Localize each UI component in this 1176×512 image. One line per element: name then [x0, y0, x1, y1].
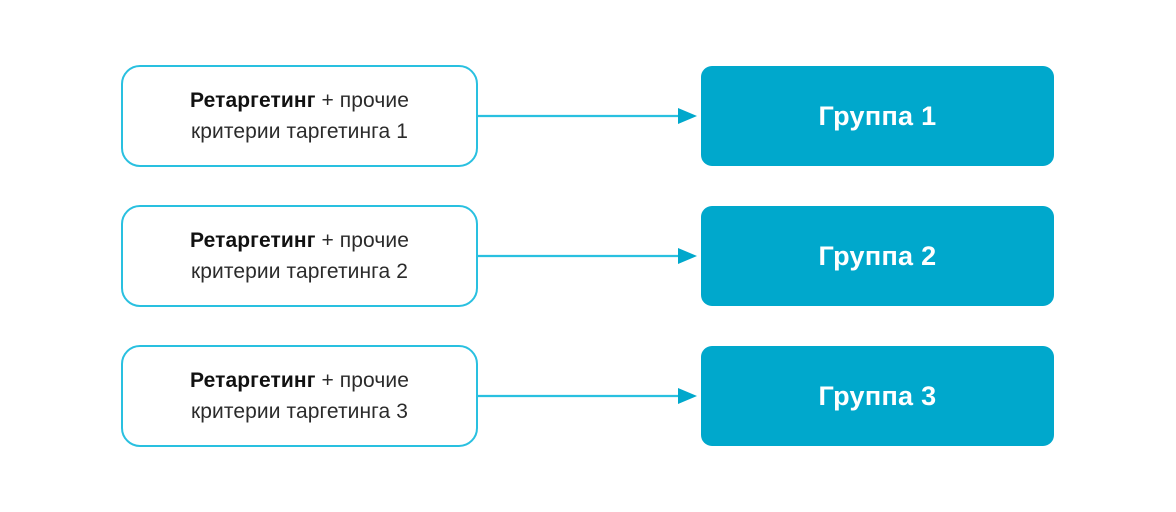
criteria-card-1[interactable]: Ретаргетинг + прочие критерии таргетинга…: [121, 65, 478, 167]
criteria-text: Ретаргетинг + прочие критерии таргетинга…: [176, 365, 423, 427]
criteria-emphasis: Ретаргетинг: [189, 229, 316, 252]
arrow-right-icon: [478, 388, 697, 404]
arrow-right-icon: [478, 108, 697, 124]
group-card-2[interactable]: Группа 2: [701, 206, 1054, 306]
criteria-emphasis: Ретаргетинг: [189, 89, 316, 112]
criteria-emphasis: Ретаргетинг: [189, 369, 316, 392]
group-label: Группа 2: [818, 240, 937, 271]
criteria-card-2[interactable]: Ретаргетинг + прочие критерии таргетинга…: [121, 205, 478, 307]
flow-row: Ретаргетинг + прочие критерии таргетинга…: [0, 65, 1176, 167]
connector-arrow-3: [478, 380, 700, 412]
criteria-second-line: критерии таргетинга 2: [190, 260, 408, 283]
group-card-3[interactable]: Группа 3: [701, 346, 1054, 446]
group-label: Группа 1: [818, 100, 937, 131]
criteria-rest: + прочие: [315, 369, 409, 392]
connector-arrow-1: [478, 100, 700, 132]
criteria-second-line: критерии таргетинга 3: [190, 400, 408, 423]
group-label: Группа 3: [818, 380, 937, 411]
group-card-1[interactable]: Группа 1: [701, 66, 1054, 166]
criteria-card-3[interactable]: Ретаргетинг + прочие критерии таргетинга…: [121, 345, 478, 447]
flow-row: Ретаргетинг + прочие критерии таргетинга…: [0, 345, 1176, 447]
criteria-text: Ретаргетинг + прочие критерии таргетинга…: [176, 85, 423, 147]
criteria-text: Ретаргетинг + прочие критерии таргетинга…: [176, 225, 423, 287]
criteria-rest: + прочие: [315, 229, 409, 252]
criteria-rest: + прочие: [315, 89, 409, 112]
flow-row: Ретаргетинг + прочие критерии таргетинга…: [0, 205, 1176, 307]
connector-arrow-2: [478, 240, 700, 272]
criteria-second-line: критерии таргетинга 1: [190, 120, 408, 143]
arrow-right-icon: [478, 248, 697, 264]
